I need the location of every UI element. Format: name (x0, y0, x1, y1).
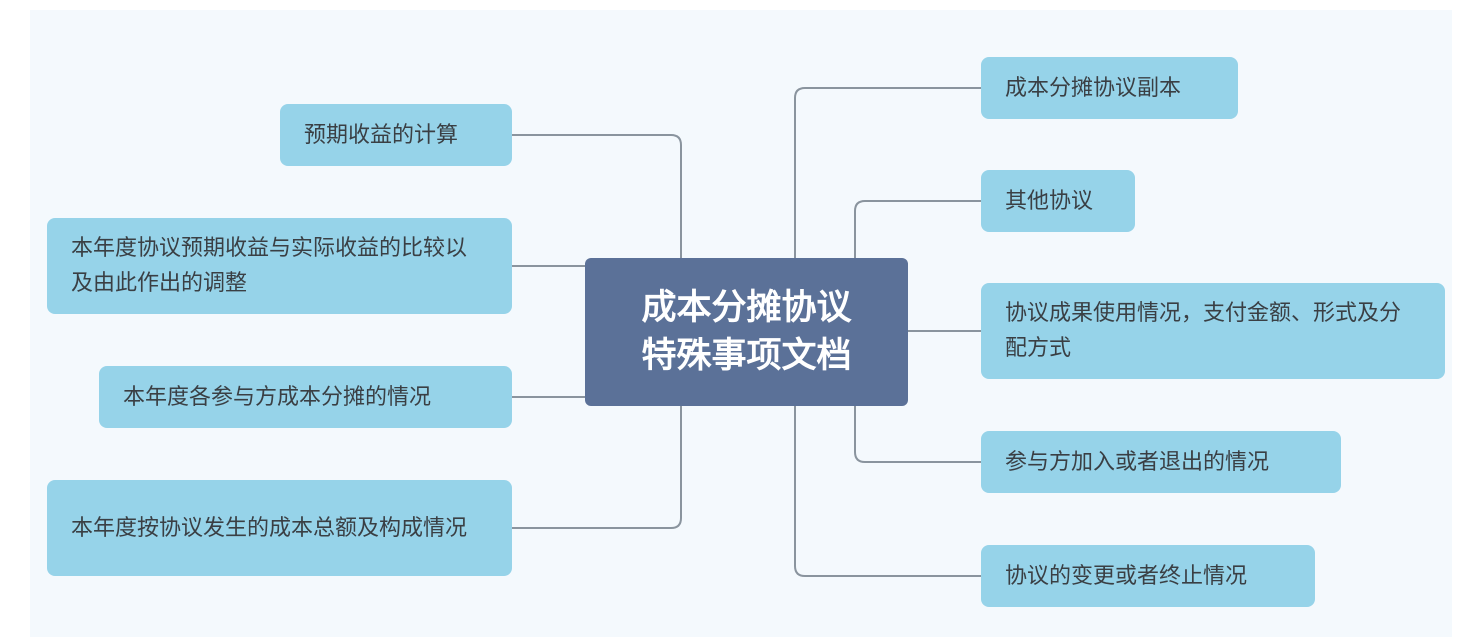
connector-left-4 (512, 406, 682, 529)
topic-label: 本年度各参与方成本分摊的情况 (123, 384, 432, 410)
connector-right-4 (854, 406, 981, 463)
topic-participant-join-exit[interactable]: 参与方加入或者退出的情况 (981, 431, 1341, 493)
topic-total-cost-composition[interactable]: 本年度按协议发生的成本总额及构成情况 (47, 480, 512, 576)
topic-results-usage-payment[interactable]: 协议成果使用情况，支付金额、形式及分配方式 (981, 283, 1445, 379)
topic-label: 成本分摊协议副本 (1005, 75, 1182, 101)
topic-label: 预期收益的计算 (304, 122, 459, 148)
topic-label: 协议成果使用情况，支付金额、形式及分配方式 (1005, 301, 1402, 361)
central-topic-line-1: 成本分摊协议 (641, 288, 852, 328)
connector-right-1 (794, 87, 981, 258)
topic-label: 本年度按协议发生的成本总额及构成情况 (71, 515, 468, 541)
connector-right-5 (794, 406, 981, 577)
topic-expected-benefit-calculation[interactable]: 预期收益的计算 (280, 104, 512, 166)
topic-label: 其他协议 (1005, 188, 1094, 214)
topic-agreement-change-termination[interactable]: 协议的变更或者终止情况 (981, 545, 1315, 607)
central-topic[interactable]: 成本分摊协议 特殊事项文档 (585, 258, 908, 406)
topic-agreement-copy[interactable]: 成本分摊协议副本 (981, 57, 1238, 119)
connector-right-2 (854, 200, 981, 258)
central-topic-line-2: 特殊事项文档 (641, 336, 852, 376)
topic-benefit-comparison-adjustment[interactable]: 本年度协议预期收益与实际收益的比较以及由此作出的调整 (47, 218, 512, 314)
topic-other-agreements[interactable]: 其他协议 (981, 170, 1135, 232)
topic-participant-cost-sharing[interactable]: 本年度各参与方成本分摊的情况 (99, 366, 512, 428)
topic-label: 参与方加入或者退出的情况 (1005, 449, 1270, 475)
connector-left-1 (512, 134, 682, 258)
topic-label: 本年度协议预期收益与实际收益的比较以及由此作出的调整 (71, 236, 468, 296)
topic-label: 协议的变更或者终止情况 (1005, 563, 1248, 589)
